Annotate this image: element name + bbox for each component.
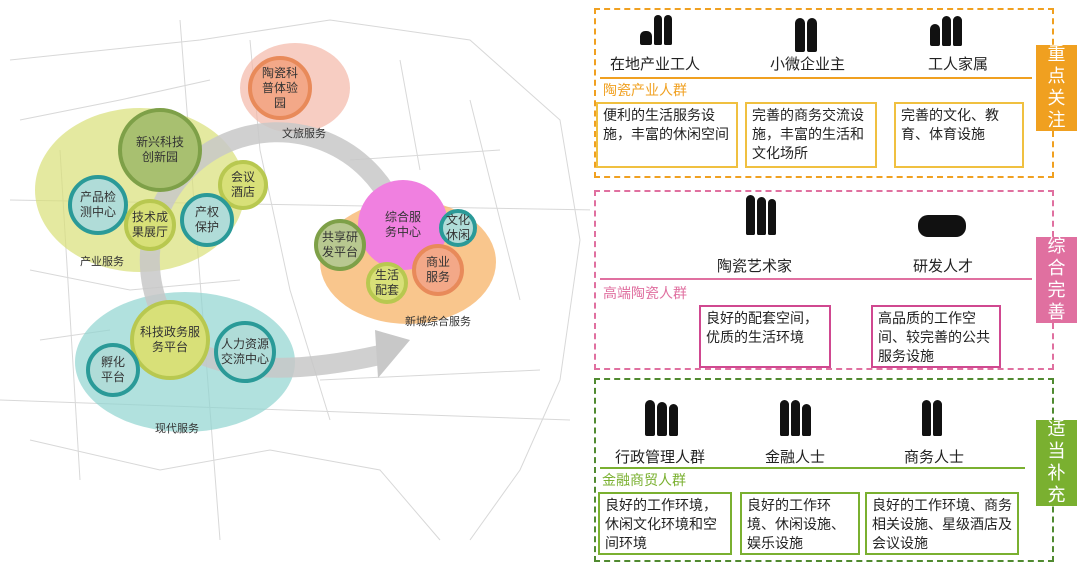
node-gongxiang: 共享研发平台 bbox=[321, 230, 358, 259]
business-silhouette-icon bbox=[922, 400, 942, 436]
cluster-label-chanye: 产业服务 bbox=[80, 255, 124, 268]
need-box: 完善的文化、教育、体育设施 bbox=[894, 102, 1024, 168]
workers-silhouette-icon bbox=[640, 15, 672, 45]
business-owners-silhouette-icon bbox=[795, 18, 817, 52]
person-label: 工人家属 bbox=[928, 55, 989, 73]
person-label: 小微企业主 bbox=[770, 55, 846, 73]
divider bbox=[600, 467, 1025, 469]
node-zonghe: 综合服务中心 bbox=[384, 210, 421, 239]
side-label-key-focus: 重点关注 bbox=[1036, 44, 1077, 131]
family-silhouette-icon bbox=[930, 16, 962, 46]
service-map bbox=[0, 19, 590, 541]
node-wenhua: 文化休闲 bbox=[445, 213, 470, 242]
divider bbox=[600, 77, 1032, 79]
person-label: 金融人士 bbox=[765, 448, 826, 466]
node-jishu: 技术成果展厅 bbox=[131, 210, 168, 239]
need-box: 完善的商务交流设施，丰富的生活和文化场所 bbox=[745, 102, 877, 168]
person-label: 陶瓷艺术家 bbox=[717, 257, 793, 275]
need-box: 良好的工作环境，休闲文化环境和空间环境 bbox=[598, 492, 732, 555]
need-box: 便利的生活服务设施，丰富的休闲空间 bbox=[596, 102, 738, 168]
need-box: 高品质的工作空间、较完善的公共服务设施 bbox=[871, 305, 1001, 368]
arrow-head-icon bbox=[375, 330, 410, 378]
cluster-label-xiandai: 现代服务 bbox=[155, 422, 199, 435]
artists-silhouette-icon bbox=[746, 195, 776, 235]
divider bbox=[600, 278, 1032, 280]
node-huiyi: 会议酒店 bbox=[230, 170, 255, 199]
category-label: 高端陶瓷人群 bbox=[603, 286, 687, 302]
node-xinxing: 新兴科技创新园 bbox=[135, 135, 184, 164]
node-renli: 人力资源交流中心 bbox=[220, 337, 269, 366]
need-box: 良好的工作环境、商务相关设施、星级酒店及会议设施 bbox=[865, 492, 1019, 555]
person-label: 在地产业工人 bbox=[610, 55, 701, 73]
node-fuhua: 孵化平台 bbox=[100, 355, 125, 384]
need-box: 良好的配套空间，优质的生活环境 bbox=[699, 305, 831, 368]
node-shangye: 商业服务 bbox=[425, 255, 450, 284]
person-label: 商务人士 bbox=[904, 448, 965, 466]
node-chanpin: 产品检测中心 bbox=[79, 190, 116, 219]
node-taoci: 陶瓷科普体验园 bbox=[261, 65, 298, 110]
person-label: 行政管理人群 bbox=[615, 448, 706, 466]
person-label: 研发人才 bbox=[913, 257, 974, 275]
side-label-supplement: 适当补充 bbox=[1036, 419, 1077, 506]
admin-silhouette-icon bbox=[645, 400, 678, 436]
node-chanquan: 产权保护 bbox=[194, 205, 219, 234]
researchers-silhouette-icon bbox=[918, 215, 966, 237]
side-label-comprehensive: 综合完善 bbox=[1036, 236, 1077, 323]
category-label: 金融商贸人群 bbox=[602, 473, 686, 489]
need-box: 良好的工作环境、休闲设施、娱乐设施 bbox=[740, 492, 860, 555]
node-keji: 科技政务服务平台 bbox=[140, 325, 201, 354]
cluster-label-wenlv: 文旅服务 bbox=[282, 127, 326, 140]
category-label: 陶瓷产业人群 bbox=[603, 83, 687, 99]
cluster-label-xincheng: 新城综合服务 bbox=[405, 315, 471, 328]
finance-silhouette-icon bbox=[780, 400, 811, 436]
node-shenghuo: 生活配套 bbox=[374, 268, 399, 297]
